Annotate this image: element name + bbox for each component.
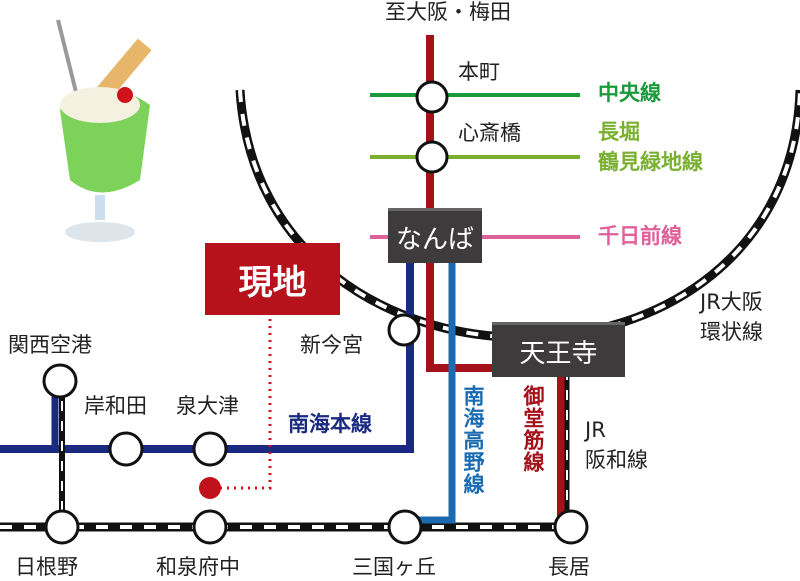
station-nagai: 長居 (548, 555, 590, 579)
station-circles (42, 80, 589, 545)
station-izumiotsu: 泉大津 (176, 394, 239, 418)
namba-hub: なんば (388, 208, 482, 263)
jr-hanwa-label-1: JR (585, 418, 606, 442)
midosuji-line-label: 御堂筋線 (521, 385, 545, 473)
site-label: 現地 (205, 243, 340, 315)
station-honmachi: 本町 (458, 60, 500, 84)
chuo-line-label: 中央線 (598, 81, 661, 105)
nagahori-line-label-1: 長堀 (598, 120, 640, 144)
nankai-main-line-label: 南海本線 (288, 412, 372, 436)
site-connector (220, 315, 272, 490)
station-hineno: 日根野 (15, 555, 78, 579)
station-shin-imamiya: 新今宮 (300, 333, 363, 357)
destination-label: 至大阪・梅田 (385, 0, 511, 24)
station-kansai-airport: 関西空港 (8, 333, 92, 357)
station-mikunigaoka: 三国ヶ丘 (352, 555, 436, 579)
station-shinsaibashi: 心斎橋 (458, 121, 521, 145)
site-marker (199, 477, 221, 499)
sennichimae-line-label: 千日前線 (598, 224, 682, 248)
namba-label: なんば (395, 224, 474, 255)
nagahori-line-label-2: 鶴見緑地線 (598, 150, 703, 174)
cream-soda-illustration (56, 19, 152, 242)
jr-loop-label-1: JR大阪 (700, 290, 763, 314)
jr-loop-label-2: 環状線 (700, 320, 763, 344)
station-izumifuchu: 和泉府中 (156, 555, 240, 579)
jr-hanwa-label-2: 阪和線 (585, 448, 648, 472)
tennoji-hub: 天王寺 (492, 322, 625, 377)
tennoji-label: 天王寺 (519, 338, 598, 369)
station-kishiwada: 岸和田 (84, 394, 147, 418)
nankai-koya-line-label: 南海高野線 (461, 385, 485, 495)
